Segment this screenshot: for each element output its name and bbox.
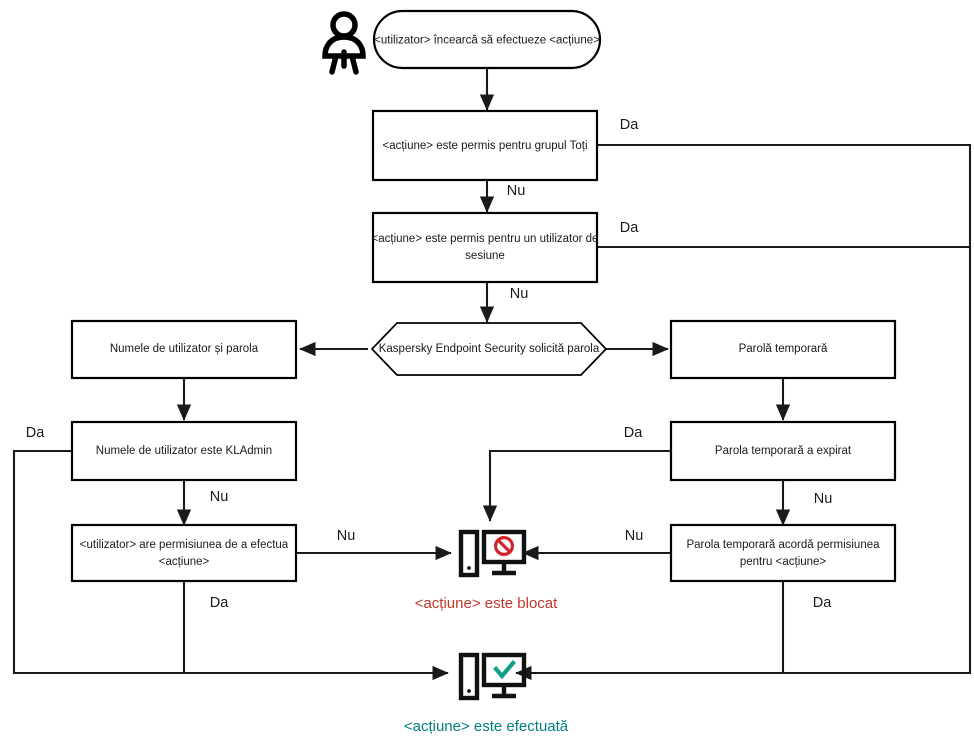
node-check-session-user-label-line2: sesiune — [465, 250, 505, 262]
caption-allowed: <acțiune> este efectuată — [404, 718, 569, 735]
node-temp-password-expired-label: Parola temporară a expirat — [715, 445, 852, 457]
node-has-permission-label-line2: <acțiune> — [159, 556, 210, 568]
node-check-everyone: <acțiune> este permis pentru grupul Toți — [371, 109, 599, 182]
edge-label-kladmin-yes: Da — [26, 425, 45, 441]
edge-label-session-yes: Da — [620, 220, 639, 236]
edge-label-everyone-no: Nu — [507, 183, 526, 199]
node-temp-password-grants-label-line1: Parola temporară acordă permisiunea — [686, 539, 880, 551]
edge-everyone-yes — [515, 143, 972, 681]
edge-label-expired-no: Nu — [814, 491, 833, 507]
edge-label-expired-yes: Da — [624, 425, 643, 441]
node-has-permission-label-line1: <utilizator> are permisiunea de a efectu… — [80, 539, 289, 551]
node-check-session-user-label-line1: <acțiune> este permis pentru un utilizat… — [372, 233, 599, 245]
node-prompt-password: Kaspersky Endpoint Security solicită par… — [370, 322, 608, 376]
node-temp-password: Parolă temporară — [669, 319, 897, 380]
node-temp-password-label: Parolă temporară — [739, 343, 828, 355]
caption-blocked: <acțiune> este blocat — [415, 595, 558, 612]
node-has-permission: <utilizator> are permisiunea de a efectu… — [70, 523, 298, 583]
edge-label-permission-yes: Da — [210, 595, 229, 611]
node-temp-password-grants-label-line2: pentru <acțiune> — [740, 556, 827, 568]
node-temp-password-grants: Parola temporară acordă permisiunea pent… — [669, 523, 897, 583]
edge-label-everyone-yes: Da — [620, 117, 639, 133]
edge-expired-yes — [482, 449, 671, 522]
edge-label-grants-yes: Da — [813, 595, 832, 611]
node-is-kladmin-label: Numele de utilizator este KLAdmin — [96, 445, 272, 457]
node-check-session-user: <acțiune> este permis pentru un utilizat… — [372, 211, 599, 284]
computer-allowed-icon — [458, 652, 527, 701]
node-username-password: Numele de utilizator și parola — [70, 319, 298, 380]
edge-kladmin-yes — [12, 449, 449, 681]
edge-label-grants-no: Nu — [625, 528, 644, 544]
node-start: <utilizator> încearcă să efectueze <acți… — [372, 9, 602, 70]
node-start-label: <utilizator> încearcă să efectueze <acți… — [374, 35, 600, 47]
node-prompt-password-label: Kaspersky Endpoint Security solicită par… — [379, 343, 600, 355]
computer-blocked-icon — [458, 529, 527, 578]
node-check-everyone-label: <acțiune> este permis pentru grupul Toți — [383, 140, 588, 152]
edge-label-session-no: Nu — [510, 286, 529, 302]
edge-label-kladmin-no: Nu — [210, 489, 229, 505]
node-temp-password-expired: Parola temporară a expirat — [669, 420, 897, 482]
node-username-password-label: Numele de utilizator și parola — [110, 343, 259, 355]
user-actor-icon — [322, 11, 366, 75]
node-is-kladmin: Numele de utilizator este KLAdmin — [70, 420, 298, 482]
edge-label-permission-no: Nu — [337, 528, 356, 544]
